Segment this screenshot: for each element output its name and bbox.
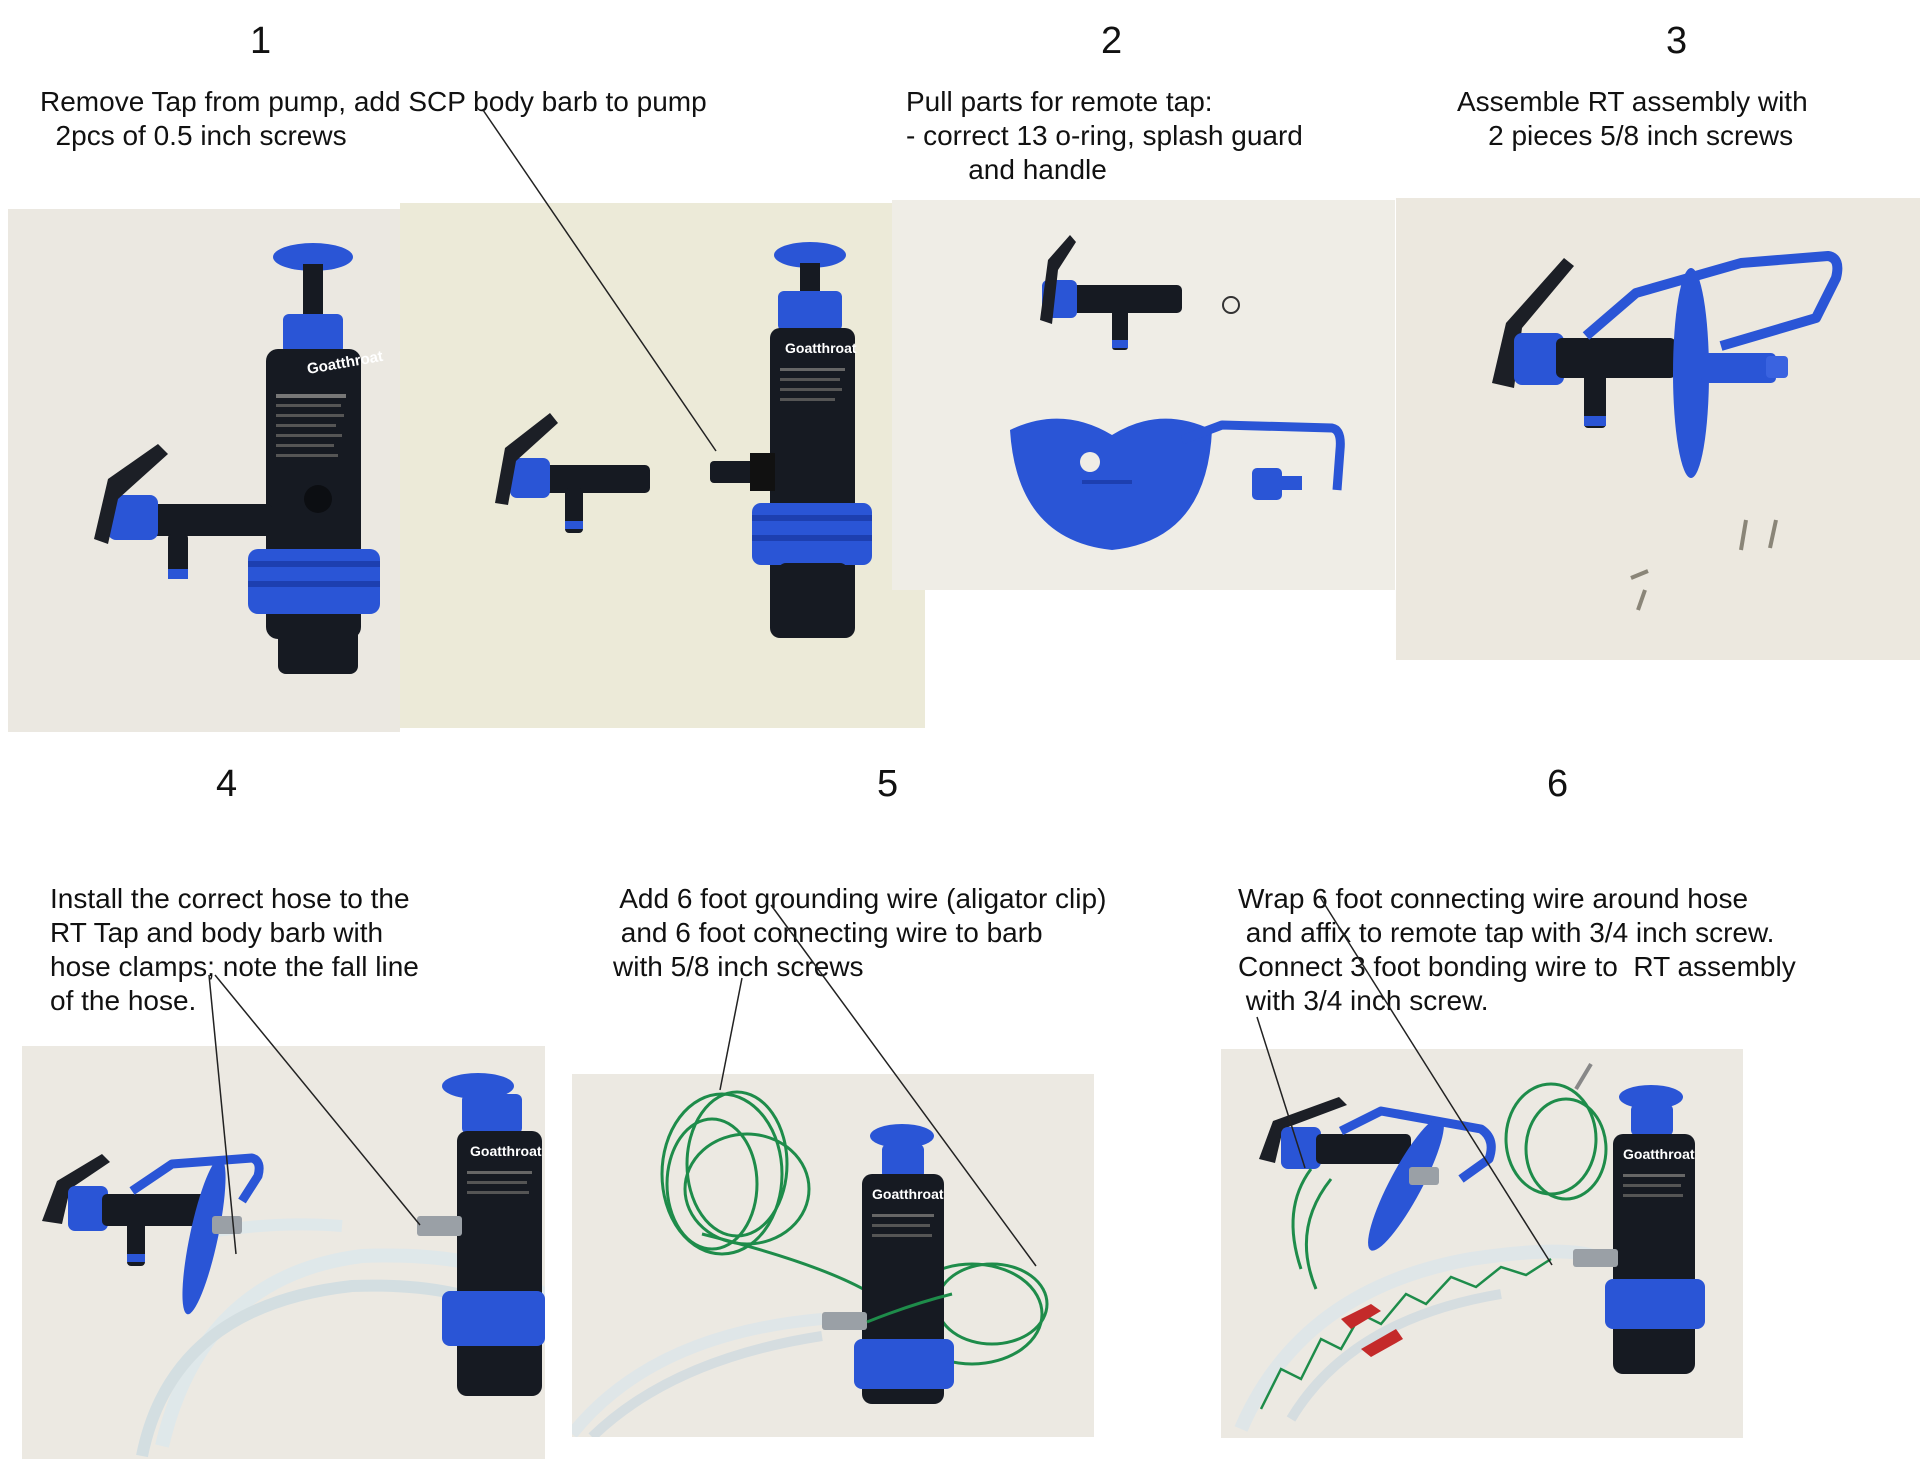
step-caption-5: Add 6 foot grounding wire (aligator clip… xyxy=(613,883,1107,982)
photo-step1-pump-with-barb: Goatthroat xyxy=(400,203,925,728)
step-number-5: 5 xyxy=(877,763,899,805)
step-number-3: 3 xyxy=(1666,20,1688,62)
step-caption-1: Remove Tap from pump, add SCP body barb … xyxy=(40,86,707,151)
step-number-1: 1 xyxy=(250,20,272,62)
step-number-4: 4 xyxy=(216,763,238,805)
photo-step2-parts xyxy=(892,200,1395,590)
pump-label-text: Goatthroat xyxy=(785,340,857,356)
photo-step3-rt-assembly xyxy=(1396,198,1920,660)
step-caption-6: Wrap 6 foot connecting wire around hose … xyxy=(1238,883,1796,1016)
pump-label-text: Goatthroat xyxy=(1623,1146,1695,1162)
pump-label-text: Goatthroat xyxy=(872,1186,944,1202)
photo-step4-hose-installed: Goatthroat xyxy=(22,1046,545,1459)
step-number-6: 6 xyxy=(1547,763,1569,805)
step-caption-2: Pull parts for remote tap: - correct 13 … xyxy=(906,86,1303,185)
photo-step1-pump-with-tap: Goatthroat xyxy=(8,209,400,732)
photo-step5-grounding-wires: Goatthroat xyxy=(572,1074,1094,1437)
pump-label-text: Goatthroat xyxy=(470,1143,542,1159)
photo-step6-wires-wrapped: Goatthroat xyxy=(1221,1049,1743,1438)
step-caption-3: Assemble RT assembly with 2 pieces 5/8 i… xyxy=(1457,86,1808,151)
step-number-2: 2 xyxy=(1101,20,1123,62)
step-caption-4: Install the correct hose to the RT Tap a… xyxy=(50,883,419,1016)
